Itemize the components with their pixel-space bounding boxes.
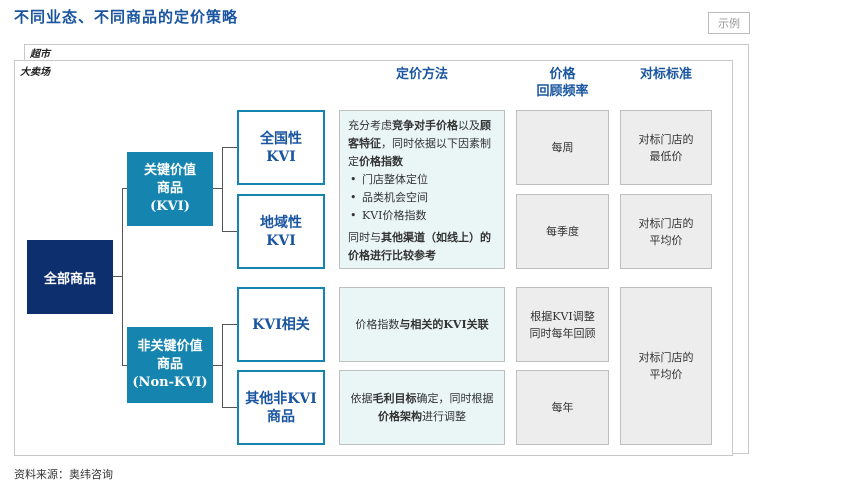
frequency-box-kvi-related: 根据KVI调整 同时每年回顾: [516, 287, 609, 362]
bullet-item: 门店整体定位: [350, 171, 496, 189]
connector: [122, 365, 127, 366]
connector: [122, 188, 127, 189]
connector: [122, 188, 123, 365]
column-header-method: 定价方法: [395, 67, 448, 82]
connector: [222, 407, 237, 408]
frequency-box-regional: 每季度: [516, 194, 609, 269]
source-note: 资料来源：奥纬咨询: [14, 468, 113, 481]
bullet-item: 品类机会空间: [350, 189, 496, 207]
bullet-item: KVI价格指数: [350, 207, 496, 225]
group-node-nonkvi: 非关键价值 商品 (Non-KVI): [127, 327, 213, 403]
connector: [222, 324, 223, 407]
benchmark-line1: 对标门店的: [638, 132, 694, 146]
nonkvi-label-line3: (Non-KVI): [132, 375, 208, 390]
frequency-line2: 同时每年回顾: [529, 326, 596, 340]
other-nonkvi-line2: 商品: [267, 408, 295, 425]
benchmark-line2: 平均价: [649, 368, 683, 381]
method-kvi-paragraph1: 充分考虑竞争对手价格以及顾客特征，同时依据以下因素制定价格指数: [348, 119, 491, 168]
national-kvi-line1: 全国性: [260, 130, 302, 147]
leaf-node-other-nonkvi: 其他非KVI 商品: [237, 370, 325, 445]
method-box-kvi: 充分考虑竞争对手价格以及顾客特征，同时依据以下因素制定价格指数 门店整体定位 品…: [339, 110, 505, 269]
kvi-label-line3: (KVI): [150, 199, 190, 214]
benchmark-box-national: 对标门店的 最低价: [620, 110, 712, 185]
benchmark-line2: 平均价: [649, 233, 683, 247]
method-box-kvi-related: 价格指数与相关的KVI关联: [339, 287, 505, 362]
column-header-benchmark: 对标标准: [639, 67, 692, 82]
hypermarket-label: 大卖场: [20, 67, 50, 78]
national-kvi-line2: KVI: [266, 148, 296, 165]
frequency-header-line1: 价格: [549, 67, 576, 82]
leaf-node-regional-kvi: 地域性 KVI: [237, 194, 325, 269]
benchmark-box-regional: 对标门店的 平均价: [620, 194, 712, 269]
connector: [222, 147, 223, 231]
page-title: 不同业态、不同商品的定价策略: [14, 8, 239, 26]
leaf-node-national-kvi: 全国性 KVI: [237, 110, 325, 185]
method-kvi-paragraph2: 同时与其他渠道（如线上）的价格进行比较参考: [348, 231, 491, 262]
nonkvi-label-line1: 非关键价值: [137, 339, 203, 354]
connector: [213, 188, 223, 189]
leaf-node-kvi-related: KVI相关: [237, 287, 325, 362]
frequency-header-line2: 回顾频率: [536, 84, 589, 99]
column-header-frequency: 价格 回顾频率: [516, 66, 609, 100]
frequency-box-other: 每年: [516, 370, 609, 445]
connector: [222, 147, 237, 148]
benchmark-line1: 对标门店的: [638, 216, 694, 230]
other-nonkvi-line1: 其他非KVI: [245, 390, 317, 407]
connector: [113, 276, 123, 277]
frequency-box-national: 每周: [516, 110, 609, 185]
root-node-all-products: 全部商品: [27, 240, 113, 314]
benchmark-box-nonkvi: 对标门店的 平均价: [620, 287, 712, 445]
kvi-label-line1: 关键价值: [143, 163, 196, 178]
connector: [222, 231, 237, 232]
regional-kvi-line1: 地域性: [260, 214, 302, 231]
example-tag: 示例: [708, 12, 750, 34]
method-kvi-bullet-list: 门店整体定位 品类机会空间 KVI价格指数: [348, 171, 496, 225]
frequency-line1: 根据KVI调整: [530, 309, 595, 323]
benchmark-line2: 最低价: [649, 149, 683, 163]
group-node-kvi: 关键价值 商品 (KVI): [127, 152, 213, 226]
connector: [213, 365, 223, 366]
benchmark-line1: 对标门店的: [638, 351, 694, 364]
regional-kvi-line2: KVI: [266, 232, 296, 249]
connector: [222, 324, 237, 325]
method-box-other: 依据毛利目标确定，同时根据价格架构进行调整: [339, 370, 505, 445]
kvi-label-line2: 商品: [156, 181, 183, 196]
nonkvi-label-line2: 商品: [156, 357, 183, 372]
supermarket-label: 超市: [30, 49, 50, 60]
